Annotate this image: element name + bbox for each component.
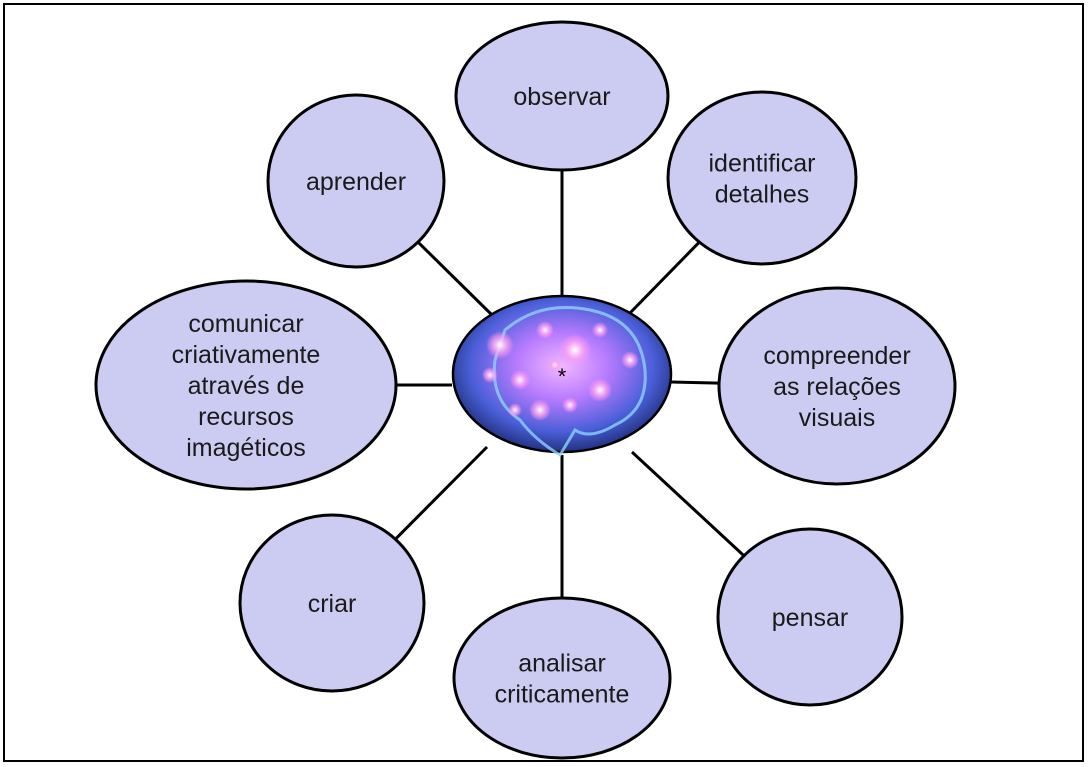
node-label-line: observar [513,83,610,111]
node-label-line: visuais [799,404,875,432]
connector-lines [394,170,745,598]
brain-spark [588,378,612,402]
brain-spark [486,331,514,359]
node-criar: criar [238,513,426,693]
node-compreender-relacoes: compreender as relações visuais [717,286,957,486]
connector-aprender [416,240,494,317]
node-aprender: aprender [266,93,446,269]
node-label-line: criativamente [172,341,321,369]
node-ellipse-identificar-detalhes [666,90,858,266]
node-ellipse-observar [454,20,670,172]
node-ellipse-pensar [716,527,904,707]
connector-compreender-relacoes [670,380,720,385]
center-label: * [558,364,567,389]
node-analisar-criticamente: analisar criticamente [452,596,672,760]
node-label-line: identificar [709,150,816,178]
node-label-line: criticamente [495,681,630,709]
brain-spark [508,403,522,417]
brain-spark [529,399,551,421]
brain-spark [482,367,498,383]
node-comunicar: comunicar criativamente através de recursos… [94,279,398,491]
node-label-line: compreender [763,342,910,370]
brain-spark [510,370,530,390]
node-identificar-detalhes: identificar detalhes [666,90,858,266]
center-node: * [451,294,673,458]
node-label-line: criar [308,590,357,618]
node-label-line: recursos [198,403,294,431]
brain-sparks [482,321,639,421]
node-ellipse-compreender-relacoes [717,286,957,486]
brain-spark [621,351,639,369]
node-ellipse-analisar-criticamente [452,596,672,760]
node-pensar: pensar [716,527,904,707]
brain-outline [492,306,647,458]
node-label-line: pensar [772,604,848,632]
node-label-line: aprender [306,168,406,196]
diagram-frame [3,3,1084,762]
connector-identificar-detalhes [628,241,701,315]
brain-spark [536,321,554,339]
brain-spark [562,397,578,413]
node-label-line: detalhes [715,181,810,209]
node-label-line: comunicar [188,310,303,338]
node-label-line: analisar [518,650,606,678]
node-label-line: através de [188,372,305,400]
brain-spark [549,359,561,371]
node-ellipse-criar [238,513,426,693]
connector-criar [394,445,489,541]
brain-spark [559,334,591,366]
node-label-line: imagéticos [186,434,306,462]
node-label-line: as relações [773,373,901,401]
brain-spark [592,322,608,338]
node-observar: observar [454,20,670,172]
connector-pensar [630,450,745,557]
node-ellipse-aprender [266,93,446,269]
node-ellipse-comunicar [94,279,398,491]
